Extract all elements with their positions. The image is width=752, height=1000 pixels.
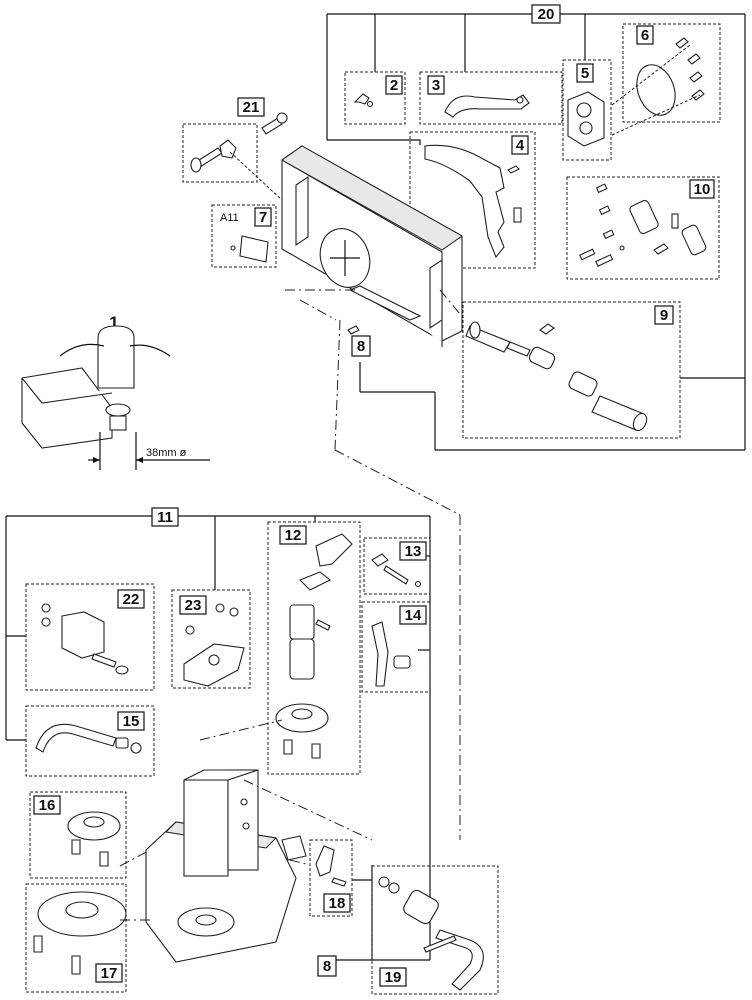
group-15 <box>25 705 155 777</box>
callout-3: 3 <box>427 75 445 95</box>
group-21 <box>182 112 288 201</box>
group-9 <box>462 301 681 439</box>
svg-text:19: 19 <box>385 969 402 986</box>
group-3 <box>419 71 563 125</box>
callout-8-upper: 8 <box>347 325 371 357</box>
group-6 <box>611 23 721 136</box>
svg-text:8: 8 <box>357 338 365 355</box>
group-4 <box>409 131 536 269</box>
svg-text:23: 23 <box>185 597 202 614</box>
svg-text:A11: A11 <box>220 212 239 224</box>
group-16 <box>29 791 127 879</box>
group-7: A11 <box>211 204 277 268</box>
svg-text:14: 14 <box>405 607 422 624</box>
svg-text:7: 7 <box>259 209 267 226</box>
svg-text:9: 9 <box>660 307 668 324</box>
callout-20: 20 <box>531 4 561 24</box>
assembly-1-illustration: 1 38mm ø <box>21 313 210 470</box>
group-2 <box>344 71 406 125</box>
leader-lines-lower <box>119 719 373 921</box>
callout-8-lower: 8 <box>317 955 372 977</box>
callout-17: 17 <box>95 963 123 983</box>
svg-text:17: 17 <box>101 965 118 982</box>
group-18 <box>309 839 353 917</box>
callout-9: 9 <box>654 305 674 325</box>
svg-text:12: 12 <box>285 527 302 544</box>
group-13 <box>363 537 431 595</box>
svg-text:10: 10 <box>694 181 711 198</box>
svg-text:5: 5 <box>581 65 589 82</box>
callout-13: 13 <box>399 541 427 561</box>
callout-2: 2 <box>385 75 403 95</box>
svg-text:6: 6 <box>641 27 649 44</box>
svg-text:2: 2 <box>390 77 398 94</box>
group-10 <box>566 176 720 280</box>
callout-5: 5 <box>576 63 594 83</box>
svg-text:15: 15 <box>123 713 140 730</box>
main-frame-part <box>281 145 463 347</box>
group-19 <box>371 865 499 995</box>
callout-15: 15 <box>117 711 145 731</box>
group-12 <box>267 521 361 775</box>
svg-text:20: 20 <box>538 6 555 23</box>
callout-22: 22 <box>117 589 145 609</box>
svg-text:8: 8 <box>323 958 331 975</box>
callout-10: 10 <box>689 179 715 199</box>
main-housing-part <box>145 769 307 963</box>
svg-text:11: 11 <box>157 509 173 526</box>
svg-text:21: 21 <box>243 99 260 116</box>
group-17 <box>25 883 127 993</box>
callout-21: 21 <box>237 97 265 117</box>
callout-12: 12 <box>279 525 307 545</box>
svg-text:38mm ø: 38mm ø <box>146 447 187 459</box>
callout-18: 18 <box>323 893 351 913</box>
group-23 <box>171 589 251 689</box>
callout-19: 19 <box>379 967 407 987</box>
callout-16: 16 <box>33 795 61 815</box>
callout-23: 23 <box>179 595 207 615</box>
svg-text:22: 22 <box>123 591 140 608</box>
svg-text:13: 13 <box>405 543 422 560</box>
assembly-20-tree <box>326 13 746 451</box>
callout-14: 14 <box>399 605 427 625</box>
leader-lines-upper <box>285 289 466 840</box>
group-22 <box>25 583 155 691</box>
callout-11: 11 <box>151 507 179 527</box>
callout-4: 4 <box>511 135 529 155</box>
callout-7: 7 <box>254 207 272 227</box>
group-14 <box>361 601 431 693</box>
callout-6: 6 <box>636 25 654 45</box>
group-5 <box>562 59 612 161</box>
svg-text:4: 4 <box>516 137 525 154</box>
svg-text:1: 1 <box>109 313 118 332</box>
svg-text:3: 3 <box>432 77 440 94</box>
svg-text:18: 18 <box>329 895 346 912</box>
svg-text:16: 16 <box>39 797 56 814</box>
